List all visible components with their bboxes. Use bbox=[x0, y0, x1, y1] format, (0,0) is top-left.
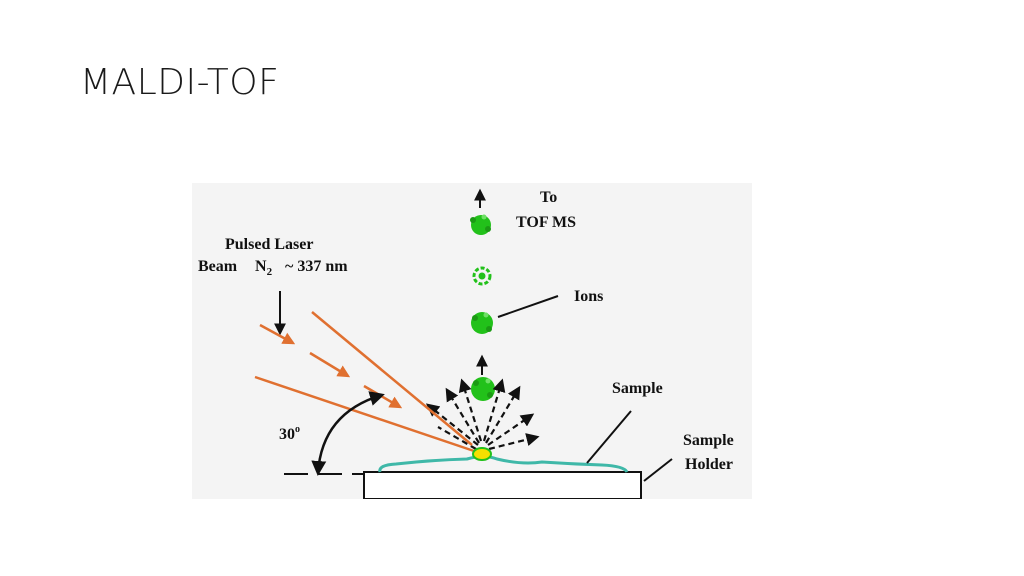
n2-symbol: N2 bbox=[255, 258, 273, 278]
n2-subscript: 2 bbox=[267, 266, 273, 278]
beam-label: Beam bbox=[198, 258, 238, 275]
sample-label: Sample bbox=[612, 380, 663, 397]
ions-pointer-line bbox=[497, 295, 559, 318]
laser-spot bbox=[472, 447, 492, 461]
sample-pointer-line bbox=[586, 410, 632, 464]
holder-pointer-line bbox=[643, 458, 673, 482]
sample-layer bbox=[378, 455, 629, 473]
sample-holder-label-line1: Sample bbox=[683, 432, 734, 449]
tof-ms-label: TOF MS bbox=[516, 214, 576, 231]
pulsed-laser-label: Pulsed Laser bbox=[225, 236, 313, 253]
ion-plume bbox=[471, 377, 495, 401]
ions-label: Ions bbox=[574, 288, 603, 305]
angle-label: 30o bbox=[279, 424, 300, 443]
sample-holder bbox=[363, 471, 642, 499]
n2-base: N bbox=[255, 258, 267, 275]
ion-middle bbox=[472, 266, 492, 286]
ion-lower bbox=[471, 312, 493, 334]
angle-arc bbox=[311, 391, 385, 476]
angle-value: 30 bbox=[279, 426, 295, 443]
wavelength-label: ~ 337 nm bbox=[285, 258, 348, 275]
maldi-diagram: To TOF MS Ions bbox=[192, 183, 752, 499]
to-label: To bbox=[540, 189, 557, 206]
ion-top bbox=[470, 214, 491, 235]
maldi-diagram-svg: To TOF MS Ions bbox=[198, 188, 734, 499]
desorption-rays bbox=[425, 378, 540, 451]
angle-unit: o bbox=[295, 424, 300, 435]
slide-title: MALDI-TOF bbox=[80, 62, 280, 103]
sample-holder-label-line2: Holder bbox=[685, 456, 733, 473]
